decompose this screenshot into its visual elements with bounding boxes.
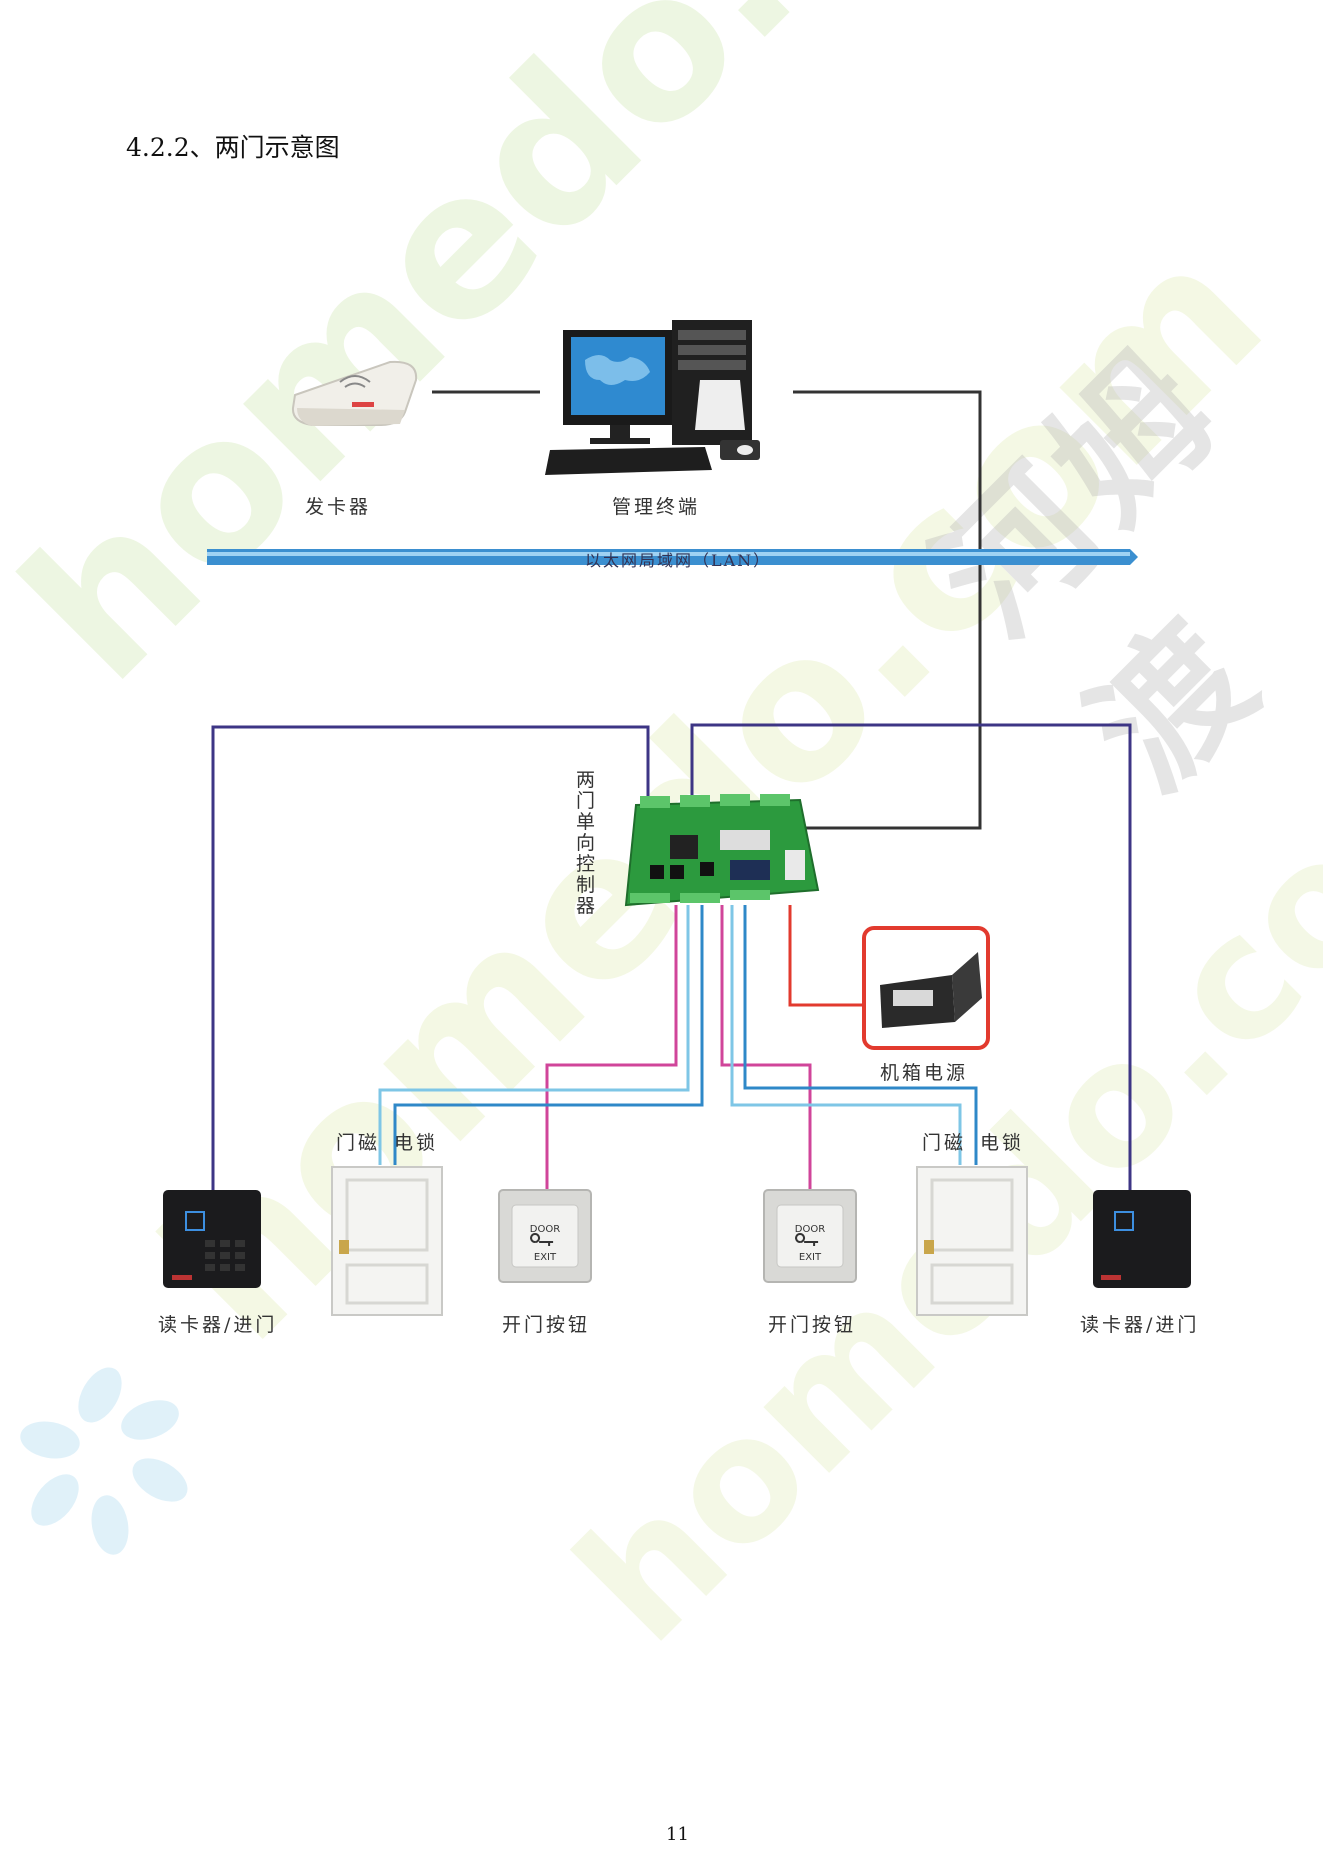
left-electric-lock-label: 电锁 (394, 1132, 439, 1154)
management-terminal-label: 管理终端 (612, 496, 701, 518)
power-supply-icon (862, 926, 990, 1050)
left-door-icon (331, 1166, 443, 1316)
computer-icon (545, 320, 760, 475)
right-reader-label: 读卡器/进门 (1080, 1314, 1200, 1336)
left-exit-button-top-text: DOOR (530, 1224, 560, 1235)
left-exit-button-label: 开门按钮 (502, 1314, 591, 1336)
left-exit-button-bottom-text: EXIT (534, 1252, 557, 1263)
right-door-icon (916, 1166, 1028, 1316)
left-exit-button-icon: DOOR EXIT (498, 1189, 592, 1283)
section-heading: 4.2.2、两门示意图 (126, 133, 340, 162)
left-reader-wire (211, 725, 650, 1190)
controller-label: 两门单向控制器 (576, 769, 596, 917)
terminal-to-controller-wire (793, 390, 982, 830)
lan-bus (207, 549, 1138, 565)
right-exit-button-bottom-text: EXIT (799, 1252, 822, 1263)
left-exit-button-wire (545, 905, 678, 1190)
left-lock-wire (393, 905, 704, 1165)
left-door-sensor-label: 门磁 (336, 1132, 381, 1154)
lan-label: 以太网局域网（LAN） (585, 551, 772, 570)
right-reader-wire (690, 723, 1132, 1190)
right-exit-button-icon: DOOR EXIT (763, 1189, 857, 1283)
page-number: 11 (666, 1824, 689, 1845)
left-card-reader-icon (163, 1190, 261, 1288)
controller-board-icon (624, 794, 820, 907)
right-exit-button-wire (720, 905, 812, 1190)
power-wire (788, 905, 864, 1007)
watermark-flower-icon (20, 1367, 188, 1555)
card-issuer-label: 发卡器 (305, 496, 372, 518)
right-lock-wire (743, 905, 978, 1165)
card-issuer-icon (291, 360, 418, 426)
right-door-sensor-wire (730, 905, 962, 1165)
left-door-sensor-wire (378, 905, 690, 1165)
right-card-reader-icon (1093, 1190, 1191, 1288)
right-exit-button-label: 开门按钮 (768, 1314, 857, 1336)
right-door-sensor-label: 门磁 (922, 1132, 967, 1154)
right-exit-button-top-text: DOOR (795, 1224, 825, 1235)
right-electric-lock-label: 电锁 (980, 1132, 1025, 1154)
power-supply-label: 机箱电源 (880, 1062, 969, 1084)
left-reader-label: 读卡器/进门 (158, 1314, 278, 1336)
